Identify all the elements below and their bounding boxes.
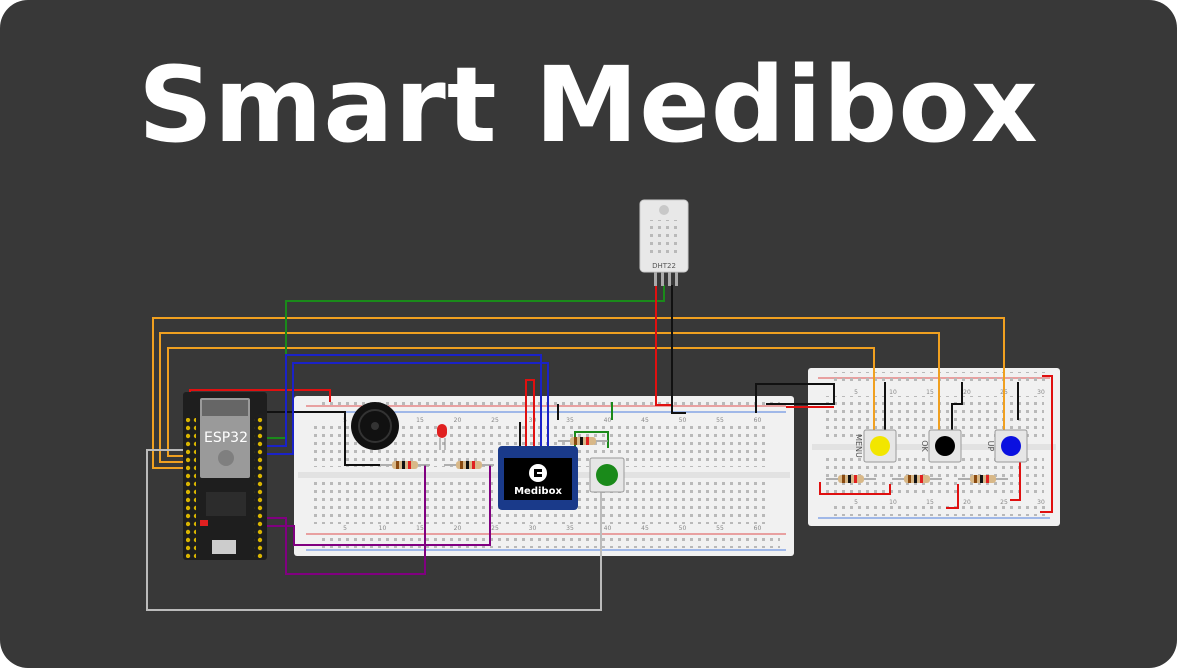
breadboard-column-number: 15 (416, 525, 424, 532)
breadboard-column-number: 10 (379, 525, 387, 532)
breadboard-column-number: 35 (566, 525, 574, 532)
breadboard-column-number: 50 (679, 525, 687, 532)
resistor (892, 475, 942, 483)
breadboard-column-number: 55 (716, 525, 724, 532)
oled-display: Medibox (498, 446, 578, 510)
resistor (826, 475, 876, 483)
breadboard-column-number: 30 (529, 417, 537, 424)
resistors (380, 437, 1008, 483)
green-button (589, 457, 625, 493)
breadboard-column-number: 20 (454, 417, 462, 424)
breadboard-column-number: 20 (454, 525, 462, 532)
breadboard-column-number: 60 (754, 525, 762, 532)
breadboard-column-number: 35 (566, 417, 574, 424)
up-button: UP (986, 429, 1028, 463)
small-breadboard-column-number: 25 (1000, 499, 1008, 506)
resistor (558, 437, 608, 445)
small-breadboard-column-number: 5 (854, 389, 858, 396)
breadboard-column-number: 30 (529, 525, 537, 532)
small-breadboard-column-number: 20 (963, 499, 971, 506)
breadboard-column-number: 40 (604, 417, 612, 424)
breadboard-column-number: 5 (343, 525, 347, 532)
resistor (380, 461, 430, 469)
ok-button-label: OK (920, 440, 929, 452)
small-breadboard-column-number: 5 (854, 499, 858, 506)
esp32-board: ESP32 (183, 392, 267, 560)
breadboard-column-number: 40 (604, 525, 612, 532)
dht22-label: DHT22 (652, 262, 676, 270)
ok-button: OK (920, 429, 962, 463)
small-breadboard-column-number: 10 (889, 499, 897, 506)
breadboard-column-number: 50 (679, 417, 687, 424)
page-title: Smart Medibox (138, 44, 1039, 166)
small-breadboard-column-number: 30 (1037, 499, 1045, 506)
small-breadboard-column-number: 20 (963, 389, 971, 396)
breadboard-column-number: 60 (754, 417, 762, 424)
small-breadboard-column-number: 15 (926, 499, 934, 506)
menu-button: MENU (854, 429, 897, 463)
esp32-label: ESP32 (204, 430, 248, 446)
small-breadboard-column-number: 10 (889, 389, 897, 396)
breadboard-column-number: 45 (641, 525, 649, 532)
up-button-label: UP (986, 441, 995, 452)
menu-button-label: MENU (854, 434, 863, 458)
breadboard-column-number: 55 (716, 417, 724, 424)
resistor (958, 475, 1008, 483)
small-breadboard-column-number: 30 (1037, 389, 1045, 396)
resistor (444, 461, 494, 469)
breadboard-column-number: 15 (416, 417, 424, 424)
breadboard-column-number: 25 (491, 417, 499, 424)
dht22-sensor: DHT22 (639, 199, 689, 286)
small-breadboard-column-number: 15 (926, 389, 934, 396)
wires (146, 285, 1053, 611)
breadboard-column-number: 25 (491, 525, 499, 532)
red-led (437, 424, 447, 450)
breadboard-column-number: 45 (641, 417, 649, 424)
oled-label: Medibox (514, 486, 562, 497)
buzzer (351, 402, 399, 450)
